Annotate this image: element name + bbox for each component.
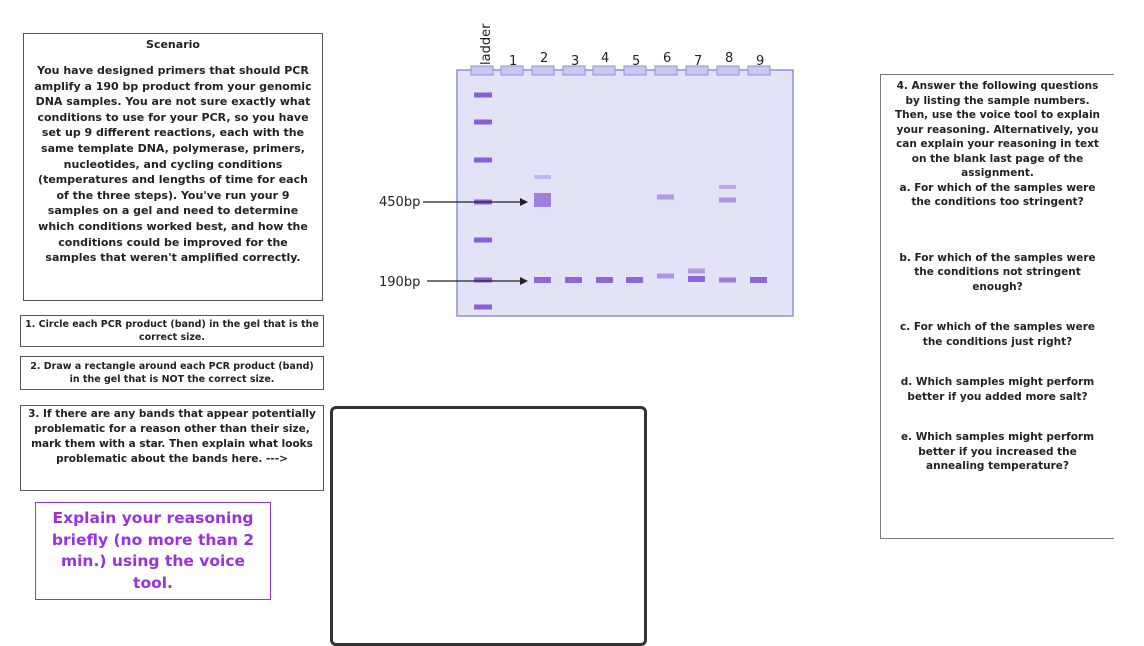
sample-band-lane-2-3 [565, 277, 582, 283]
gel-body [456, 65, 794, 317]
question-4d: d. Which samples might perform better if… [900, 376, 1095, 403]
instruction-3: 3. If there are any bands that appear po… [20, 405, 324, 491]
sample-band-lane-7-11 [719, 197, 736, 203]
lane-number-5: 5 [632, 54, 640, 69]
gel-diagram: ladder 1 2 3 4 5 6 7 8 9 450bp 190bp [379, 23, 794, 317]
lane-number-3: 3 [571, 54, 579, 69]
lane-number-9: 9 [756, 54, 764, 69]
voice-tool-note: Explain your reasoning briefly (no more … [35, 502, 271, 600]
sample-band-lane-8-13 [750, 277, 767, 283]
arrowhead-450bp [520, 198, 528, 206]
lane-number-4: 4 [601, 51, 609, 66]
question-4a: a. For which of the samples were the con… [899, 181, 1096, 209]
sample-band-lane-6-8 [688, 268, 705, 274]
question-4b: b. For which of the samples were the con… [899, 251, 1096, 293]
ladder-label: ladder [479, 23, 494, 65]
question-4e: e. Which samples might perform better if… [900, 431, 1095, 472]
questions-panel: 4. Answer the following questions by lis… [880, 74, 1114, 539]
lane-number-1: 1 [509, 54, 517, 69]
question-4-intro: 4. Answer the following questions by lis… [894, 80, 1101, 179]
arrowhead-190bp [520, 277, 528, 285]
sample-band-lane-7-12 [719, 277, 736, 283]
scenario-box: Scenario You have designed primers that … [23, 33, 323, 301]
sample-band-lane-4-5 [626, 277, 643, 283]
ladder-band-7 [474, 304, 492, 310]
sample-band-lane-1-2 [534, 277, 551, 283]
lane-numbers: 1 2 3 4 5 6 7 8 9 [509, 51, 764, 69]
lane-number-6: 6 [663, 51, 671, 66]
ladder-band-1 [474, 92, 492, 98]
lane-number-8: 8 [725, 51, 733, 66]
sample-bands [534, 175, 767, 283]
ladder-band-2 [474, 119, 492, 125]
question-4c: c. For which of the samples were the con… [899, 321, 1096, 348]
sample-band-lane-6-9 [688, 276, 705, 282]
well-ladder [470, 65, 494, 76]
sample-band-lane-7-10 [719, 185, 736, 189]
ladder-band-3 [474, 157, 492, 163]
gel-wells [470, 65, 771, 76]
marker-450bp: 450bp [379, 195, 420, 210]
lane-number-2: 2 [540, 51, 548, 66]
scenario-title: Scenario [146, 38, 200, 51]
well-3 [562, 65, 586, 76]
well-1 [500, 65, 524, 76]
well-5 [623, 65, 647, 76]
sample-band-lane-5-6 [657, 194, 674, 200]
well-8 [716, 65, 740, 76]
lane-number-7: 7 [694, 54, 702, 69]
answer-box[interactable] [330, 406, 647, 646]
sample-band-lane-1-1 [534, 193, 551, 207]
sample-band-lane-5-7 [657, 273, 674, 279]
sample-band-lane-3-4 [596, 277, 613, 283]
well-7 [685, 65, 709, 76]
well-4 [592, 65, 616, 76]
ladder-band-5 [474, 237, 492, 243]
sample-band-lane-1-0 [534, 175, 551, 179]
gel-slab [456, 69, 794, 317]
instruction-1: 1. Circle each PCR product (band) in the… [20, 315, 324, 347]
instruction-2: 2. Draw a rectangle around each PCR prod… [20, 356, 324, 390]
marker-190bp: 190bp [379, 275, 420, 290]
scenario-text: You have designed primers that should PC… [34, 64, 312, 265]
well-6 [654, 65, 678, 76]
well-9 [747, 65, 771, 76]
well-2 [531, 65, 555, 76]
ladder-band-6 [474, 277, 492, 283]
